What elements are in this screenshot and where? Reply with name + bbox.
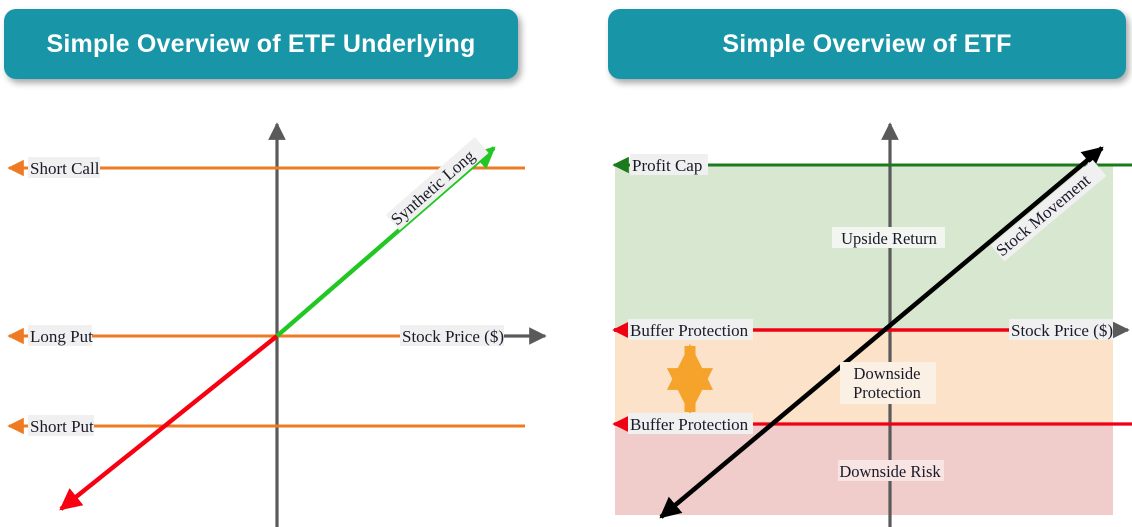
right-buffer-upper-label: Buffer Protection (630, 321, 749, 340)
downside-protection-label-line2: Protection (853, 383, 921, 402)
downside-protection-label-line1: Downside (854, 364, 921, 383)
left-synthetic-short-segment (59, 334, 279, 511)
left-short-put-label-bg (28, 415, 94, 436)
right-x-axis-label-bg (1009, 319, 1113, 340)
left-diagonal-label-group: Synthetic Long (385, 137, 489, 231)
right-stock-movement-line (659, 146, 1104, 519)
left-long-put-label-bg (28, 325, 92, 346)
downside-risk-label-bg (838, 460, 944, 481)
left-short-call-label: Short Call (30, 159, 100, 178)
downside-protection-label-bg (840, 362, 936, 404)
left-short-put-label: Short Put (30, 417, 94, 436)
left-short-call-label-bg (28, 157, 100, 178)
left-x-axis-label-bg (400, 325, 504, 346)
title-etf-overview: Simple Overview of ETF (608, 9, 1126, 79)
left-long-put-label: Long Put (30, 327, 93, 346)
left-x-axis-label: Stock Price ($) (402, 327, 504, 346)
right-profit-cap-label: Profit Cap (632, 156, 702, 175)
right-buffer-lower-label-bg (628, 413, 753, 434)
downside-risk-label: Downside Risk (839, 462, 941, 481)
right-buffer-lower-label: Buffer Protection (630, 415, 749, 434)
right-chart-group: Profit Cap Buffer Protection Buffer Prot… (612, 122, 1132, 527)
right-x-axis-label: Stock Price ($) (1011, 321, 1113, 340)
right-profit-cap-label-bg (630, 154, 708, 175)
left-chart-group: Short Call Long Put Short Put Stock Pric… (7, 122, 547, 527)
right-buffer-upper-label-bg (628, 319, 753, 340)
upside-return-label-bg (832, 227, 945, 248)
left-diagonal-label-bg (385, 137, 489, 231)
right-diagonal-label-bg (990, 159, 1107, 262)
upside-return-label: Upside Return (841, 229, 937, 248)
title-etf-underlying: Simple Overview of ETF Underlying (4, 9, 518, 79)
panel-etf-overview: Simple Overview of ETF (566, 0, 1132, 527)
left-diagonal-label: Synthetic Long (387, 146, 479, 229)
panel-etf-underlying: Simple Overview of ETF Underlying (4, 9, 518, 79)
